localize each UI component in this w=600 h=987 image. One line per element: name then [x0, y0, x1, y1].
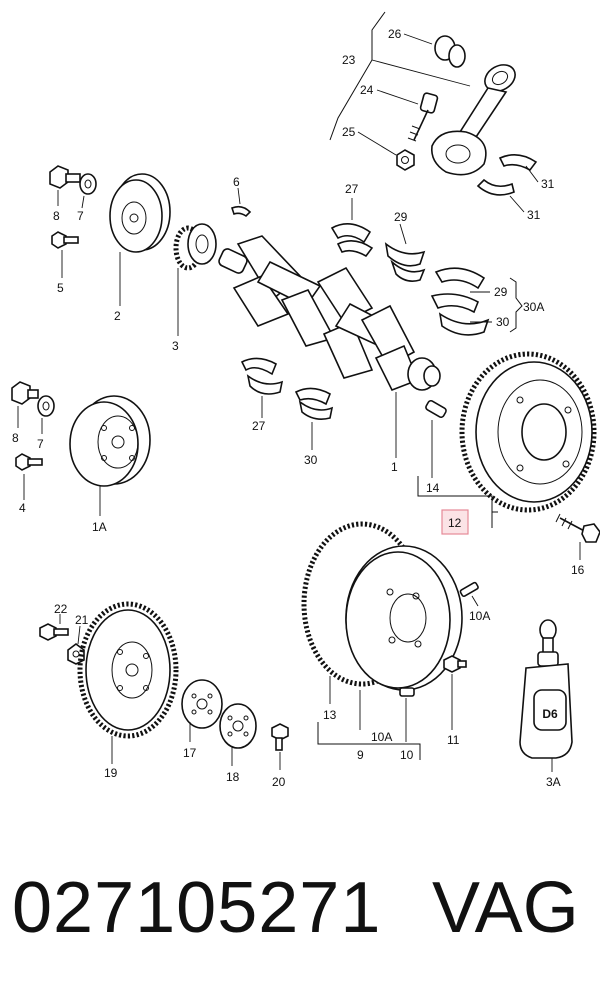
label-23: 23 — [342, 53, 356, 67]
washer-left — [37, 395, 55, 434]
label-25: 25 — [342, 125, 356, 139]
footer-caption: 027105271 VAG — [0, 858, 600, 968]
rod-nut-part — [357, 131, 415, 171]
label-12: 12 — [448, 516, 462, 530]
label-9: 9 — [357, 748, 364, 762]
label-1a: 1A — [92, 520, 107, 534]
washer-top — [79, 173, 97, 209]
rod-bearing-shells — [476, 154, 539, 213]
label-4: 4 — [19, 501, 26, 515]
pulley-bolt-left — [11, 381, 39, 428]
pulley-1a-part — [69, 395, 151, 516]
label-30a: 30A — [523, 300, 544, 314]
label-30-lower: 30 — [304, 453, 318, 467]
dowel-10 — [399, 687, 415, 742]
crankshaft-part — [218, 235, 441, 458]
label-30-right: 30 — [496, 315, 510, 329]
label-27-upper: 27 — [345, 182, 359, 196]
highlight-box-12 — [441, 509, 469, 535]
dowel-10a-upper — [459, 581, 479, 607]
flywheel-19-part — [77, 601, 179, 764]
label-24: 24 — [360, 83, 374, 97]
part-number-text: 027105271 — [12, 868, 382, 948]
label-10a-lower: 10A — [371, 730, 392, 744]
label-27-lower: 27 — [252, 419, 266, 433]
pulley-2-part — [109, 173, 171, 306]
label-18: 18 — [226, 770, 240, 784]
connecting-rod-assembly — [329, 11, 539, 213]
label-29-lower: 29 — [494, 285, 508, 299]
small-bolt-5 — [51, 231, 79, 278]
plate-17-part — [181, 679, 223, 742]
flywheel-bolt-16 — [555, 513, 600, 560]
label-5: 5 — [57, 281, 64, 295]
label-8-upper: 8 — [53, 209, 60, 223]
rod-bolt-part — [376, 89, 439, 142]
label-16: 16 — [571, 563, 585, 577]
label-21: 21 — [75, 613, 89, 627]
label-19: 19 — [104, 766, 118, 780]
brand-text: VAG — [432, 868, 579, 948]
label-17: 17 — [183, 746, 197, 760]
bushing-part — [403, 33, 466, 68]
main-bearing-shells — [240, 198, 523, 450]
label-29-upper: 29 — [394, 210, 408, 224]
label-3: 3 — [172, 339, 179, 353]
sealant-bottle-part: D6 — [519, 619, 573, 772]
plate-18-part — [219, 703, 257, 766]
label-31-upper: 31 — [541, 177, 555, 191]
sprocket-3-part — [173, 223, 217, 336]
label-11: 11 — [447, 733, 460, 747]
nut-21 — [67, 625, 85, 665]
connecting-rod-part — [430, 64, 516, 176]
part-labels: 26 23 24 25 31 31 8 7 6 27 29 5 2 3 29 3… — [12, 27, 585, 789]
label-3a: 3A — [546, 775, 561, 789]
bracket-12 — [417, 476, 498, 528]
woodruff-key-6 — [231, 187, 252, 218]
label-10: 10 — [400, 748, 414, 762]
label-2: 2 — [114, 309, 121, 323]
flywheel-9-part — [301, 521, 463, 760]
small-bolt-4 — [15, 453, 43, 500]
label-31-lower: 31 — [527, 208, 541, 222]
label-14: 14 — [426, 481, 440, 495]
bolt-20 — [271, 723, 289, 770]
label-7-upper: 7 — [77, 209, 84, 223]
label-22: 22 — [54, 602, 68, 616]
label-7-lower: 7 — [37, 437, 44, 451]
label-10a-upper: 10A — [469, 609, 490, 623]
label-8-lower: 8 — [12, 431, 19, 445]
label-20: 20 — [272, 775, 286, 789]
label-6: 6 — [233, 175, 240, 189]
bolt-11 — [443, 655, 467, 730]
bottle-label-text: D6 — [542, 707, 558, 721]
dowel-pin-14 — [425, 399, 447, 478]
label-13: 13 — [323, 708, 337, 722]
label-26: 26 — [388, 27, 402, 41]
bolt-22 — [39, 614, 69, 641]
label-1: 1 — [391, 460, 398, 474]
dual-mass-flywheel-part — [459, 351, 597, 513]
pulley-bolt-top — [49, 165, 81, 206]
exploded-parts-diagram: D6 26 23 24 25 31 31 8 7 6 27 29 5 2 3 2… — [11, 11, 600, 789]
